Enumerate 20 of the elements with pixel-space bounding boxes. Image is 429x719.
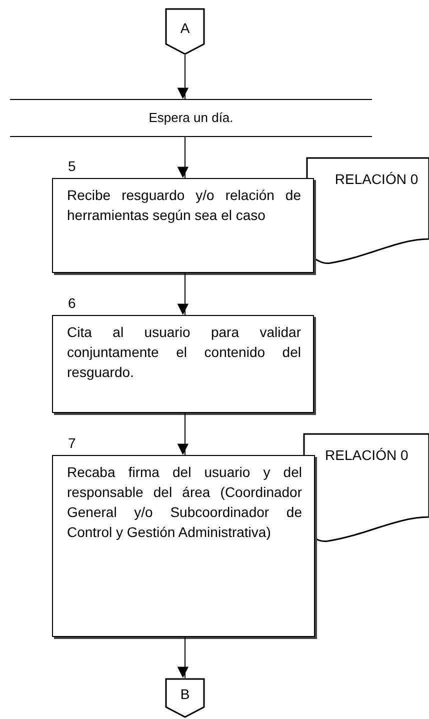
process-box [52, 178, 314, 273]
process-box [52, 315, 314, 413]
arrow [177, 136, 188, 178]
document-label: RELACIÓN 0 [334, 170, 419, 189]
arrow [177, 272, 188, 316]
delay-band [10, 99, 372, 137]
arrow [177, 636, 188, 678]
step-text: Recaba firma del usuario y del responsable del área (Coordinador General y/o Subcoordinador de Control y Gestión Administrativa) [67, 463, 302, 542]
connector-label: A [179, 18, 191, 38]
step-text: Recibe resguardo y/o relación de herramientas según sea el caso [67, 186, 301, 225]
process-box [52, 455, 315, 637]
connector-label: B [179, 685, 191, 704]
document-label: RELACIÓN 0 [325, 446, 410, 465]
step-number: 7 [68, 435, 76, 451]
arrow [177, 412, 188, 456]
band-text: Espera un día. [148, 109, 234, 127]
arrow [177, 54, 188, 100]
step-text: Cita al usuario para validar conjuntamente el contenido del resguardo. [67, 323, 301, 382]
step-number: 6 [68, 295, 76, 311]
step-number: 5 [68, 158, 76, 174]
